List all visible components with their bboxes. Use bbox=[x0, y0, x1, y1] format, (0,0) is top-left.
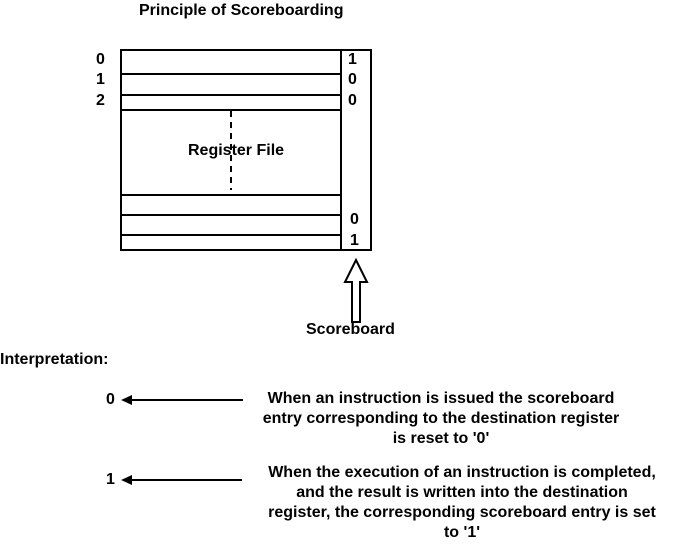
scoreboard-bit: 0 bbox=[350, 211, 359, 228]
interpretation-value-1: 1 bbox=[106, 471, 115, 488]
scoreboard-bit: 1 bbox=[348, 51, 357, 68]
register-file-label: Register File bbox=[188, 142, 285, 159]
scoreboard-label: Scoreboard bbox=[306, 321, 395, 338]
scoreboard-bit: 0 bbox=[348, 71, 357, 88]
register-index-0: 0 bbox=[96, 51, 105, 68]
interpretation-text-0: When an instruction is issued the scoreb… bbox=[262, 390, 620, 447]
scoreboard-arrow-icon bbox=[343, 257, 369, 323]
arrow-left-icon bbox=[121, 475, 132, 485]
scoreboard-bit: 1 bbox=[350, 232, 359, 249]
scoreboard-column bbox=[340, 49, 372, 251]
diagram-title: Principle of Scoreboarding bbox=[139, 2, 344, 19]
interpretation-value-0: 0 bbox=[106, 391, 115, 408]
interpretation-text-1: When the execution of an instruction is … bbox=[268, 464, 656, 541]
register-index-1: 1 bbox=[96, 71, 105, 88]
arrow-left-icon bbox=[121, 395, 132, 405]
register-index-2: 2 bbox=[96, 92, 105, 109]
interpretation-heading: Interpretation: bbox=[0, 351, 109, 368]
scoreboard-bit: 0 bbox=[348, 92, 357, 109]
